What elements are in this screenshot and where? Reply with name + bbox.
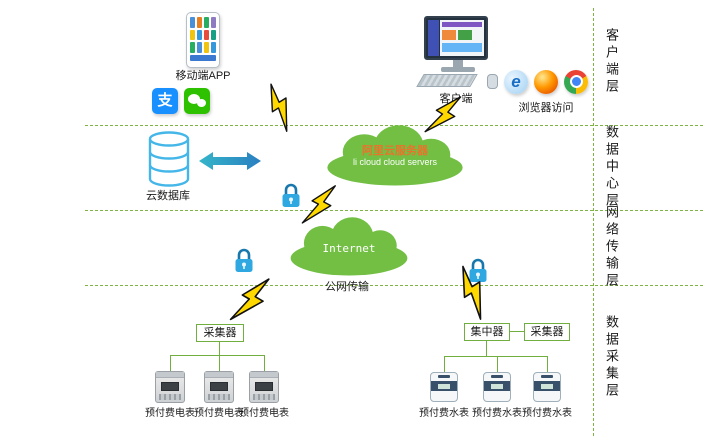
layer-divider-1 (85, 125, 703, 126)
lock-icon-network-left (235, 248, 253, 272)
layer-divider-2 (85, 210, 703, 211)
electric-meter-icon (155, 371, 185, 403)
connector-line (170, 355, 171, 371)
water-meter-icon (430, 372, 458, 402)
public-transmission-label: 公网传输 (325, 281, 369, 293)
connector-line (219, 341, 220, 355)
collector-left-box: 采集器 (196, 324, 244, 342)
mobile-app-label: 移动端APP (175, 70, 231, 82)
chrome-browser-icon (564, 70, 588, 94)
electric-meter-label: 预付费电表 (145, 408, 195, 419)
ali-cloud-title: 阿里云服务器 (362, 145, 428, 157)
connector-line (264, 355, 265, 371)
electric-meter-icon (204, 371, 234, 403)
mouse-icon (487, 74, 498, 89)
internet-label: Internet (322, 242, 376, 255)
lock-icon-network-right (469, 258, 487, 282)
layer-label-client: 客户端层 (604, 28, 619, 96)
lightning-bolt-mobile (270, 83, 288, 132)
concentrator-box: 集中器 (464, 323, 510, 341)
water-meter-label: 预付费水表 (522, 408, 572, 419)
lightning-bolt-right-collector (462, 265, 482, 320)
cloud-database-label: 云数据库 (146, 190, 190, 202)
database-icon (148, 131, 190, 187)
water-meter-label: 预付费水表 (472, 408, 522, 419)
label-column-divider (593, 8, 594, 436)
firefox-browser-icon (534, 70, 558, 94)
layer-label-collection: 数据采集层 (604, 315, 619, 400)
lightning-bolt-client (424, 96, 462, 133)
ali-cloud-subtitle: li cloud cloud servers (352, 157, 438, 167)
mobile-phone-icon (186, 12, 220, 68)
lightning-bolt-cloud-internet (301, 185, 336, 224)
connector-line (170, 355, 264, 356)
electric-meter-label: 预付费电表 (239, 408, 289, 419)
electric-meter-icon (249, 371, 279, 403)
water-meter-icon (483, 372, 511, 402)
connector-line (509, 331, 524, 332)
connector-line (547, 356, 548, 372)
internet-cloud-icon (290, 217, 408, 276)
sync-arrow-icon (199, 152, 261, 170)
water-meter-icon (533, 372, 561, 402)
browser-access-label: 浏览器访问 (518, 102, 574, 114)
collector-right-box: 采集器 (524, 323, 570, 341)
lightning-bolt-left-collector (229, 278, 270, 321)
wechat-icon (184, 88, 210, 114)
water-meter-label: 预付费水表 (419, 408, 469, 419)
lock-icon-datacenter (282, 183, 300, 207)
electric-meter-label: 预付费电表 (194, 408, 244, 419)
desktop-monitor-icon (424, 16, 492, 72)
keyboard-icon (416, 74, 478, 87)
layer-label-network: 网络传输层 (604, 205, 619, 290)
ali-cloud-icon (327, 125, 463, 186)
connector-line (444, 356, 445, 372)
layer-divider-3 (85, 285, 703, 286)
connector-line (486, 340, 487, 356)
alipay-icon: 支 (152, 88, 178, 114)
connector-line (219, 355, 220, 371)
ie-browser-icon: e (504, 70, 528, 94)
connector-line (497, 356, 498, 372)
connector-line (444, 356, 547, 357)
layer-label-datacenter: 数据中心层 (604, 125, 619, 210)
